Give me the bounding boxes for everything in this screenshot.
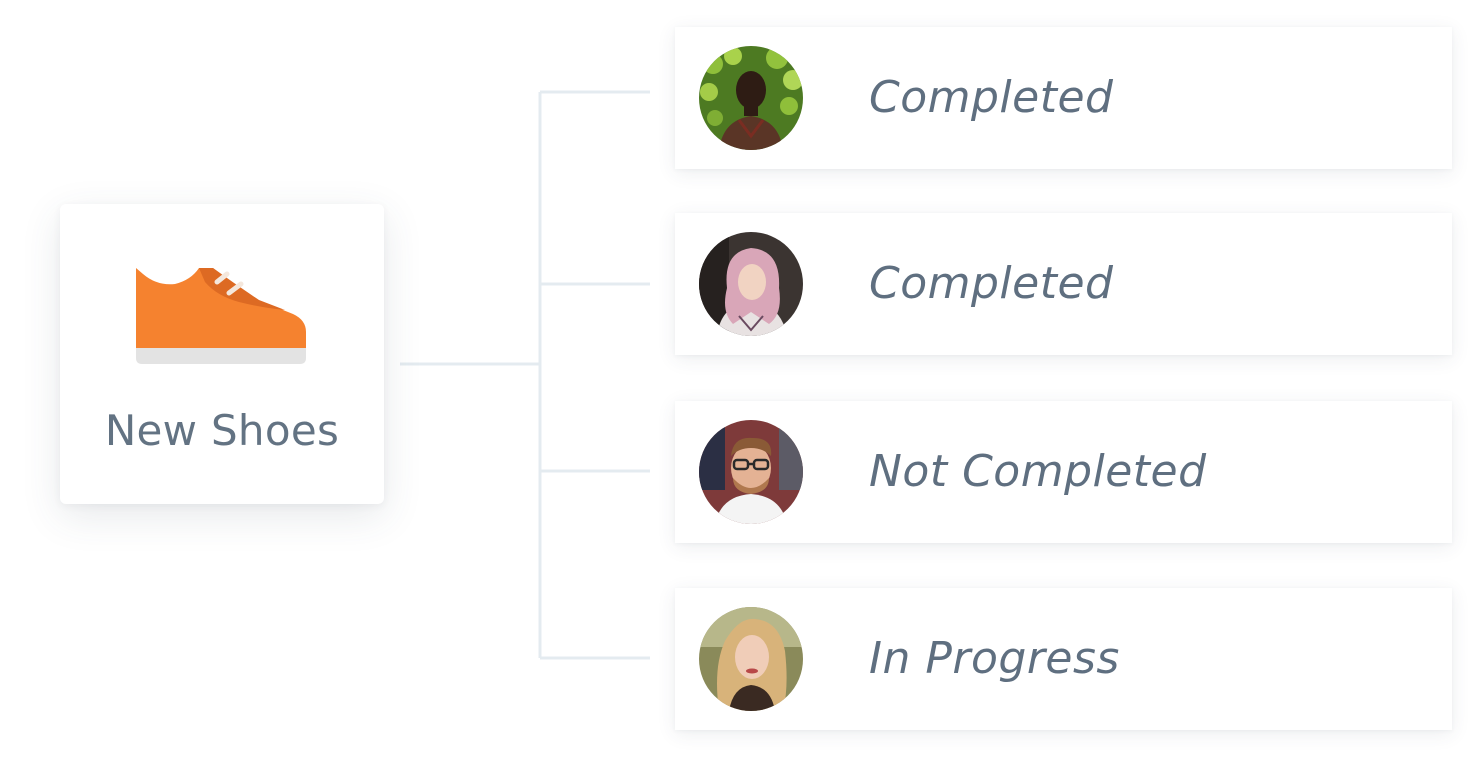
status-card-3[interactable]: Not Completed <box>675 401 1452 543</box>
status-text: Completed <box>869 258 1114 309</box>
status-text: In Progress <box>869 633 1120 684</box>
avatar-man-green-leaves <box>699 46 803 150</box>
source-card[interactable]: New Shoes <box>60 204 384 504</box>
avatar-woman-blonde <box>699 607 803 711</box>
status-text: Completed <box>869 72 1114 123</box>
sneaker-icon <box>136 268 306 364</box>
avatar-woman-pink-hijab <box>699 232 803 336</box>
status-text: Not Completed <box>869 446 1207 497</box>
status-card-4[interactable]: In Progress <box>675 588 1452 730</box>
avatar-man-glasses <box>699 420 803 524</box>
source-label: New Shoes <box>104 406 340 455</box>
status-card-2[interactable]: Completed <box>675 213 1452 355</box>
status-card-1[interactable]: Completed <box>675 27 1452 169</box>
